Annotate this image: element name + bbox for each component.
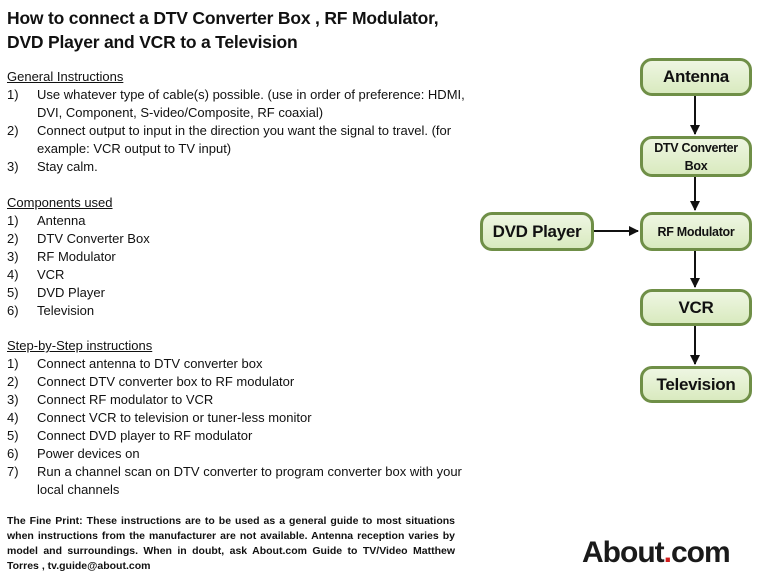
- item-text: Stay calm.: [37, 159, 98, 174]
- list-item: 3) Stay calm.: [7, 158, 477, 176]
- item-number: 4): [7, 410, 19, 425]
- list-item: 3) Connect RF modulator to VCR: [7, 391, 477, 409]
- fine-print: The Fine Print: These instructions are t…: [7, 515, 455, 572]
- node-antenna: Antenna: [640, 58, 752, 96]
- logo-text-part-2: com: [670, 536, 731, 569]
- item-text: Run a channel scan on DTV converter to p…: [37, 464, 462, 497]
- logo-text-part-1: About: [582, 536, 665, 569]
- item-number: 5): [7, 428, 19, 443]
- list-item: 1) Use whatever type of cable(s) possibl…: [7, 86, 477, 122]
- item-text: Television: [37, 303, 95, 318]
- item-text: Connect DTV converter box to RF modulato…: [37, 374, 295, 389]
- list-item: 4) VCR: [7, 266, 477, 284]
- item-text: Connect output to input in the direction…: [37, 123, 452, 156]
- list-item: 2) Connect output to input in the direct…: [7, 122, 477, 158]
- item-text: RF Modulator: [37, 249, 116, 264]
- item-text: Connect RF modulator to VCR: [37, 392, 214, 407]
- list-item: 7) Run a channel scan on DTV converter t…: [7, 463, 477, 499]
- page-title: How to connect a DTV Converter Box , RF …: [7, 6, 477, 54]
- node-rf-modulator: RF Modulator: [640, 212, 752, 251]
- item-text: Use whatever type of cable(s) possible. …: [37, 87, 465, 120]
- title-line-2: DVD Player and VCR to a Television: [7, 32, 298, 52]
- steps-section: Step-by-Step instructions 1) Connect ant…: [7, 337, 477, 499]
- item-number: 7): [7, 464, 19, 479]
- item-text: Connect antenna to DTV converter box: [37, 356, 263, 371]
- list-item: 1) Antenna: [7, 212, 477, 230]
- item-text: VCR: [37, 267, 65, 282]
- node-label-line-1: DTV Converter: [654, 140, 738, 155]
- list-item: 5) DVD Player: [7, 284, 477, 302]
- node-label: Antenna: [663, 67, 729, 86]
- item-number: 2): [7, 231, 19, 246]
- item-number: 3): [7, 159, 19, 174]
- item-number: 2): [7, 374, 19, 389]
- item-number: 1): [7, 356, 19, 371]
- node-dtv-converter-box: DTV Converter Box: [640, 136, 752, 177]
- node-television: Television: [640, 366, 752, 403]
- general-instructions-section: General Instructions 1) Use whatever typ…: [7, 68, 477, 176]
- item-number: 3): [7, 249, 19, 264]
- node-label: DVD Player: [492, 221, 582, 241]
- item-number: 6): [7, 446, 19, 461]
- item-number: 6): [7, 303, 19, 318]
- list-item: 2) Connect DTV converter box to RF modul…: [7, 373, 477, 391]
- item-number: 3): [7, 392, 19, 407]
- title-line-1: How to connect a DTV Converter Box , RF …: [7, 8, 439, 28]
- list-item: 6) Television: [7, 302, 477, 320]
- list-item: 2) DTV Converter Box: [7, 230, 477, 248]
- item-text: DVD Player: [37, 285, 105, 300]
- item-text: Antenna: [37, 213, 86, 228]
- item-number: 2): [7, 123, 19, 138]
- item-number: 4): [7, 267, 19, 282]
- list-item: 3) RF Modulator: [7, 248, 477, 266]
- node-label: VCR: [678, 297, 714, 317]
- components-section: Components used 1) Antenna 2) DTV Conver…: [7, 194, 477, 320]
- item-text: Connect DVD player to RF modulator: [37, 428, 253, 443]
- section-heading: Step-by-Step instructions: [7, 338, 153, 353]
- item-text: Connect VCR to television or tuner-less …: [37, 410, 312, 425]
- item-text: DTV Converter Box: [37, 231, 150, 246]
- logo-dot: .: [663, 536, 672, 569]
- list-item: 5) Connect DVD player to RF modulator: [7, 427, 477, 445]
- node-dvd-player: DVD Player: [480, 212, 594, 251]
- list-item: 6) Power devices on: [7, 445, 477, 463]
- list-item: 1) Connect antenna to DTV converter box: [7, 355, 477, 373]
- about-com-logo: About.com: [582, 536, 731, 570]
- node-label: Television: [656, 374, 736, 394]
- section-heading: General Instructions: [7, 69, 124, 84]
- item-number: 1): [7, 213, 19, 228]
- item-number: 5): [7, 285, 19, 300]
- section-heading: Components used: [7, 195, 113, 210]
- item-text: Power devices on: [37, 446, 140, 461]
- node-vcr: VCR: [640, 289, 752, 326]
- node-label: RF Modulator: [657, 224, 735, 239]
- node-label-line-2: Box: [684, 158, 708, 173]
- list-item: 4) Connect VCR to television or tuner-le…: [7, 409, 477, 427]
- item-number: 1): [7, 87, 19, 102]
